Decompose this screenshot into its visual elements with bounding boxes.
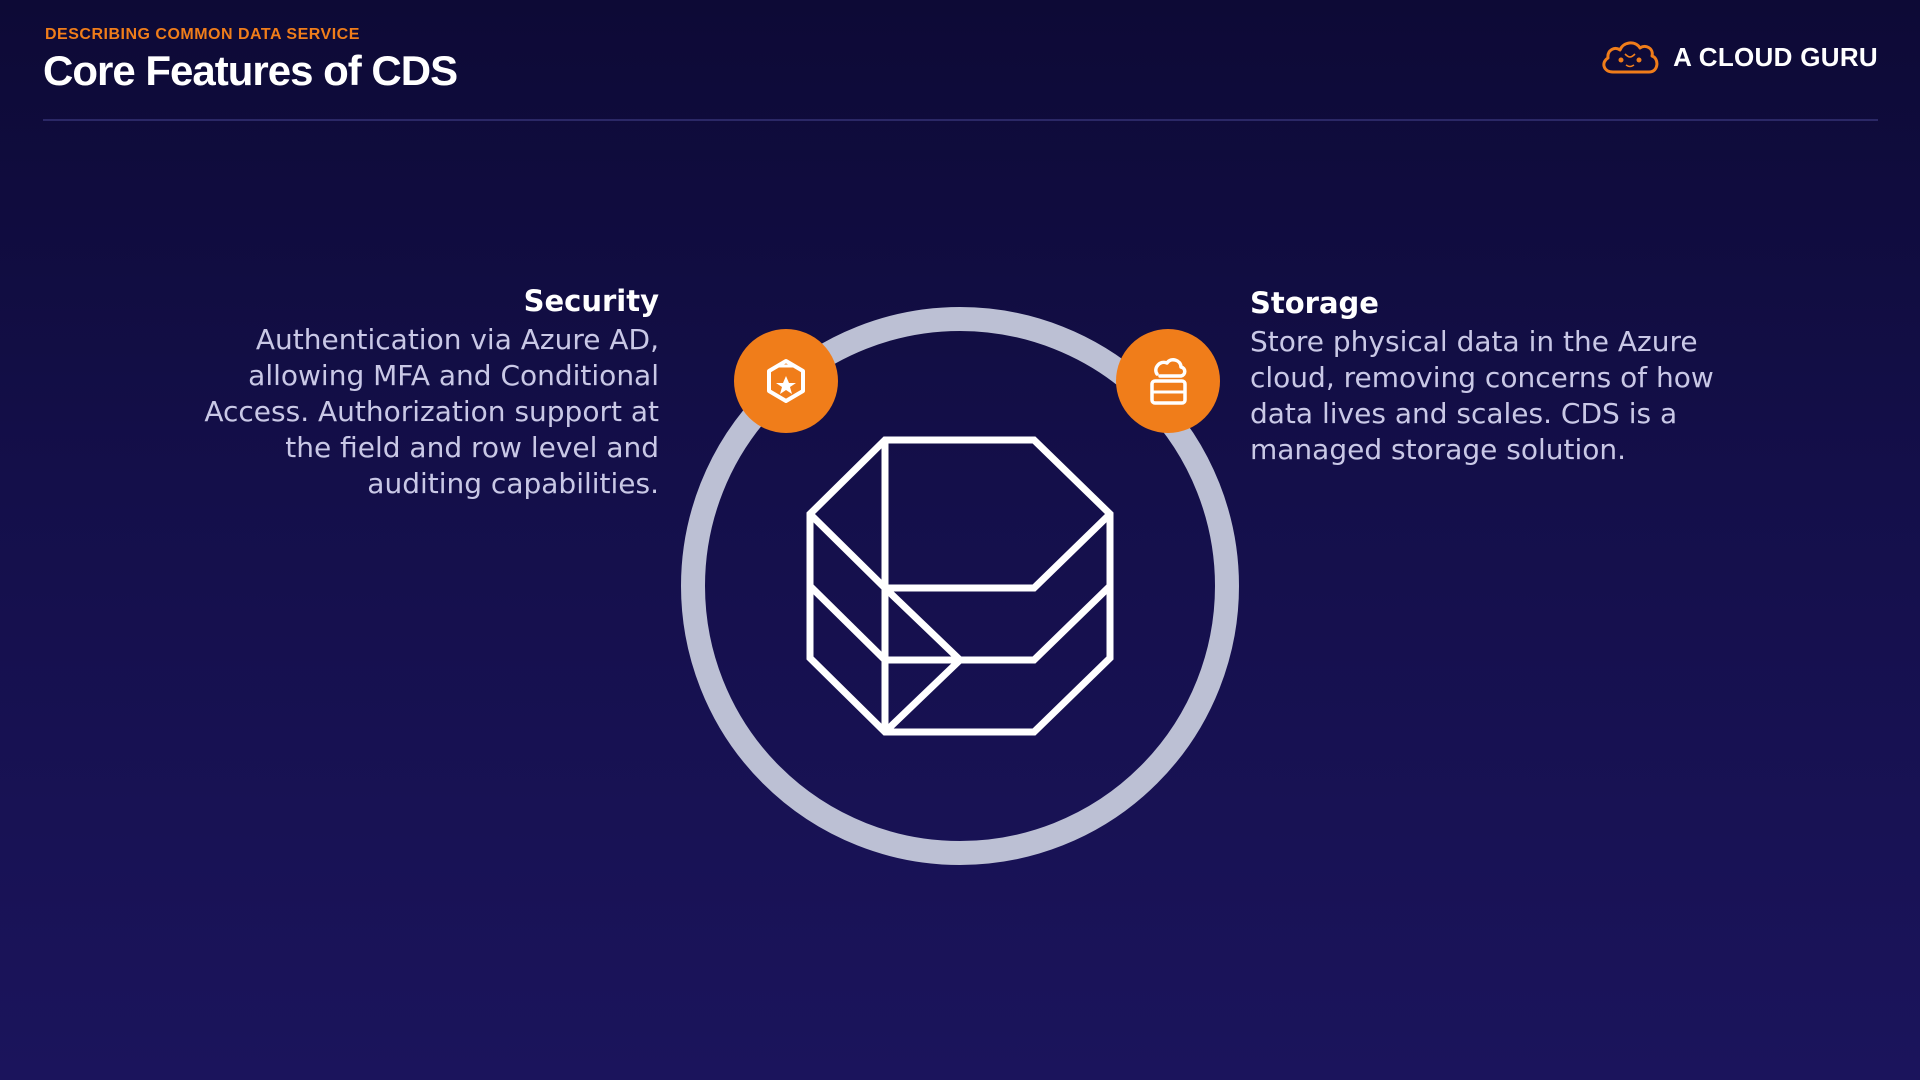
storage-feature: Storage Store physical data in the Azure… xyxy=(1250,286,1720,468)
shield-star-icon xyxy=(734,329,838,433)
security-title: Security xyxy=(523,284,659,318)
storage-description: Store physical data in the Azure cloud, … xyxy=(1250,325,1714,466)
cloud-logo-icon xyxy=(1602,41,1659,74)
security-feature: Security Authentication via Azure AD, al… xyxy=(189,284,659,502)
eyebrow-label: DESCRIBING COMMON DATA SERVICE xyxy=(45,26,360,43)
database-storage-icon xyxy=(1116,329,1220,433)
page-title: Core Features of CDS xyxy=(43,47,458,94)
common-data-service-logo-icon xyxy=(806,436,1114,736)
brand-name: A CLOUD GURU xyxy=(1673,41,1878,72)
feature-ring xyxy=(681,307,1239,865)
storage-title: Storage xyxy=(1250,286,1379,320)
brand-logo: A CLOUD GURU xyxy=(1599,38,1878,76)
header-divider xyxy=(43,119,1878,121)
security-description: Authentication via Azure AD, allowing MF… xyxy=(204,323,659,500)
